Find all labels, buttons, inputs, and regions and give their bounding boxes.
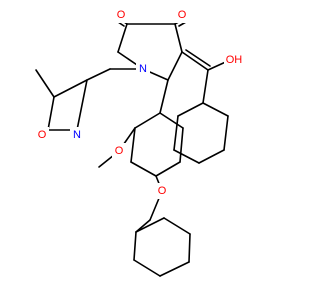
label-bg-hydroxyl xyxy=(224,52,244,68)
bond-bn xyxy=(188,233,191,263)
label-bg-ring-n xyxy=(136,61,150,77)
molecule-structure: N N O O O OH O O xyxy=(35,7,244,277)
bond-ph xyxy=(173,149,200,164)
bond-ar xyxy=(159,112,184,129)
bond-ar xyxy=(130,127,136,163)
bond-bn xyxy=(163,217,191,235)
bond-bn xyxy=(133,231,137,261)
bond-ring xyxy=(117,23,128,53)
bond-bn xyxy=(159,261,190,277)
bond-bn xyxy=(133,259,161,277)
bond-ph xyxy=(202,69,209,104)
methoxy-oxygen-label: O xyxy=(115,145,124,157)
label-bg-isoxazole-n xyxy=(70,127,84,143)
bond-ph xyxy=(223,115,229,151)
bond-aryl-link xyxy=(159,79,169,114)
label-bg-methoxy-o xyxy=(112,143,126,159)
bond-ar xyxy=(155,161,181,177)
bond-methyl xyxy=(35,69,55,98)
bond-ext2 xyxy=(185,49,211,67)
bonds xyxy=(35,19,231,277)
bond-ext xyxy=(181,51,209,71)
bond-iso xyxy=(53,79,88,98)
label-bg-ketone-o1 xyxy=(114,7,128,23)
label-bg-ketone-o2 xyxy=(175,7,189,23)
bond-ar xyxy=(134,112,161,129)
bond-iso xyxy=(47,96,55,131)
bond-ph xyxy=(198,149,225,164)
bond-ph xyxy=(177,102,204,117)
ring-nitrogen-label: N xyxy=(139,63,147,75)
ketone-oxygen-2-label: O xyxy=(178,9,187,21)
hydroxyl-label: OH xyxy=(226,54,243,66)
bond-ph xyxy=(202,102,229,117)
bond-ph xyxy=(173,115,179,151)
label-bg-isoxazole-o xyxy=(35,127,49,143)
bond-iso xyxy=(86,68,111,81)
bond-ar xyxy=(130,161,157,177)
bond-iso xyxy=(76,79,88,131)
benzyloxy-oxygen-label: O xyxy=(158,185,167,197)
isoxazole-oxygen-label: O xyxy=(38,129,47,141)
atom-labels: N N O O O OH O O xyxy=(35,7,244,199)
label-bg-benzyloxy-o xyxy=(155,183,169,199)
bond-ring xyxy=(167,51,183,81)
bond-ar xyxy=(179,127,184,163)
bond-ring xyxy=(174,23,183,53)
ketone-oxygen-1-label: O xyxy=(117,9,126,21)
isoxazole-nitrogen-label: N xyxy=(73,129,81,141)
bond-bn xyxy=(135,217,165,233)
